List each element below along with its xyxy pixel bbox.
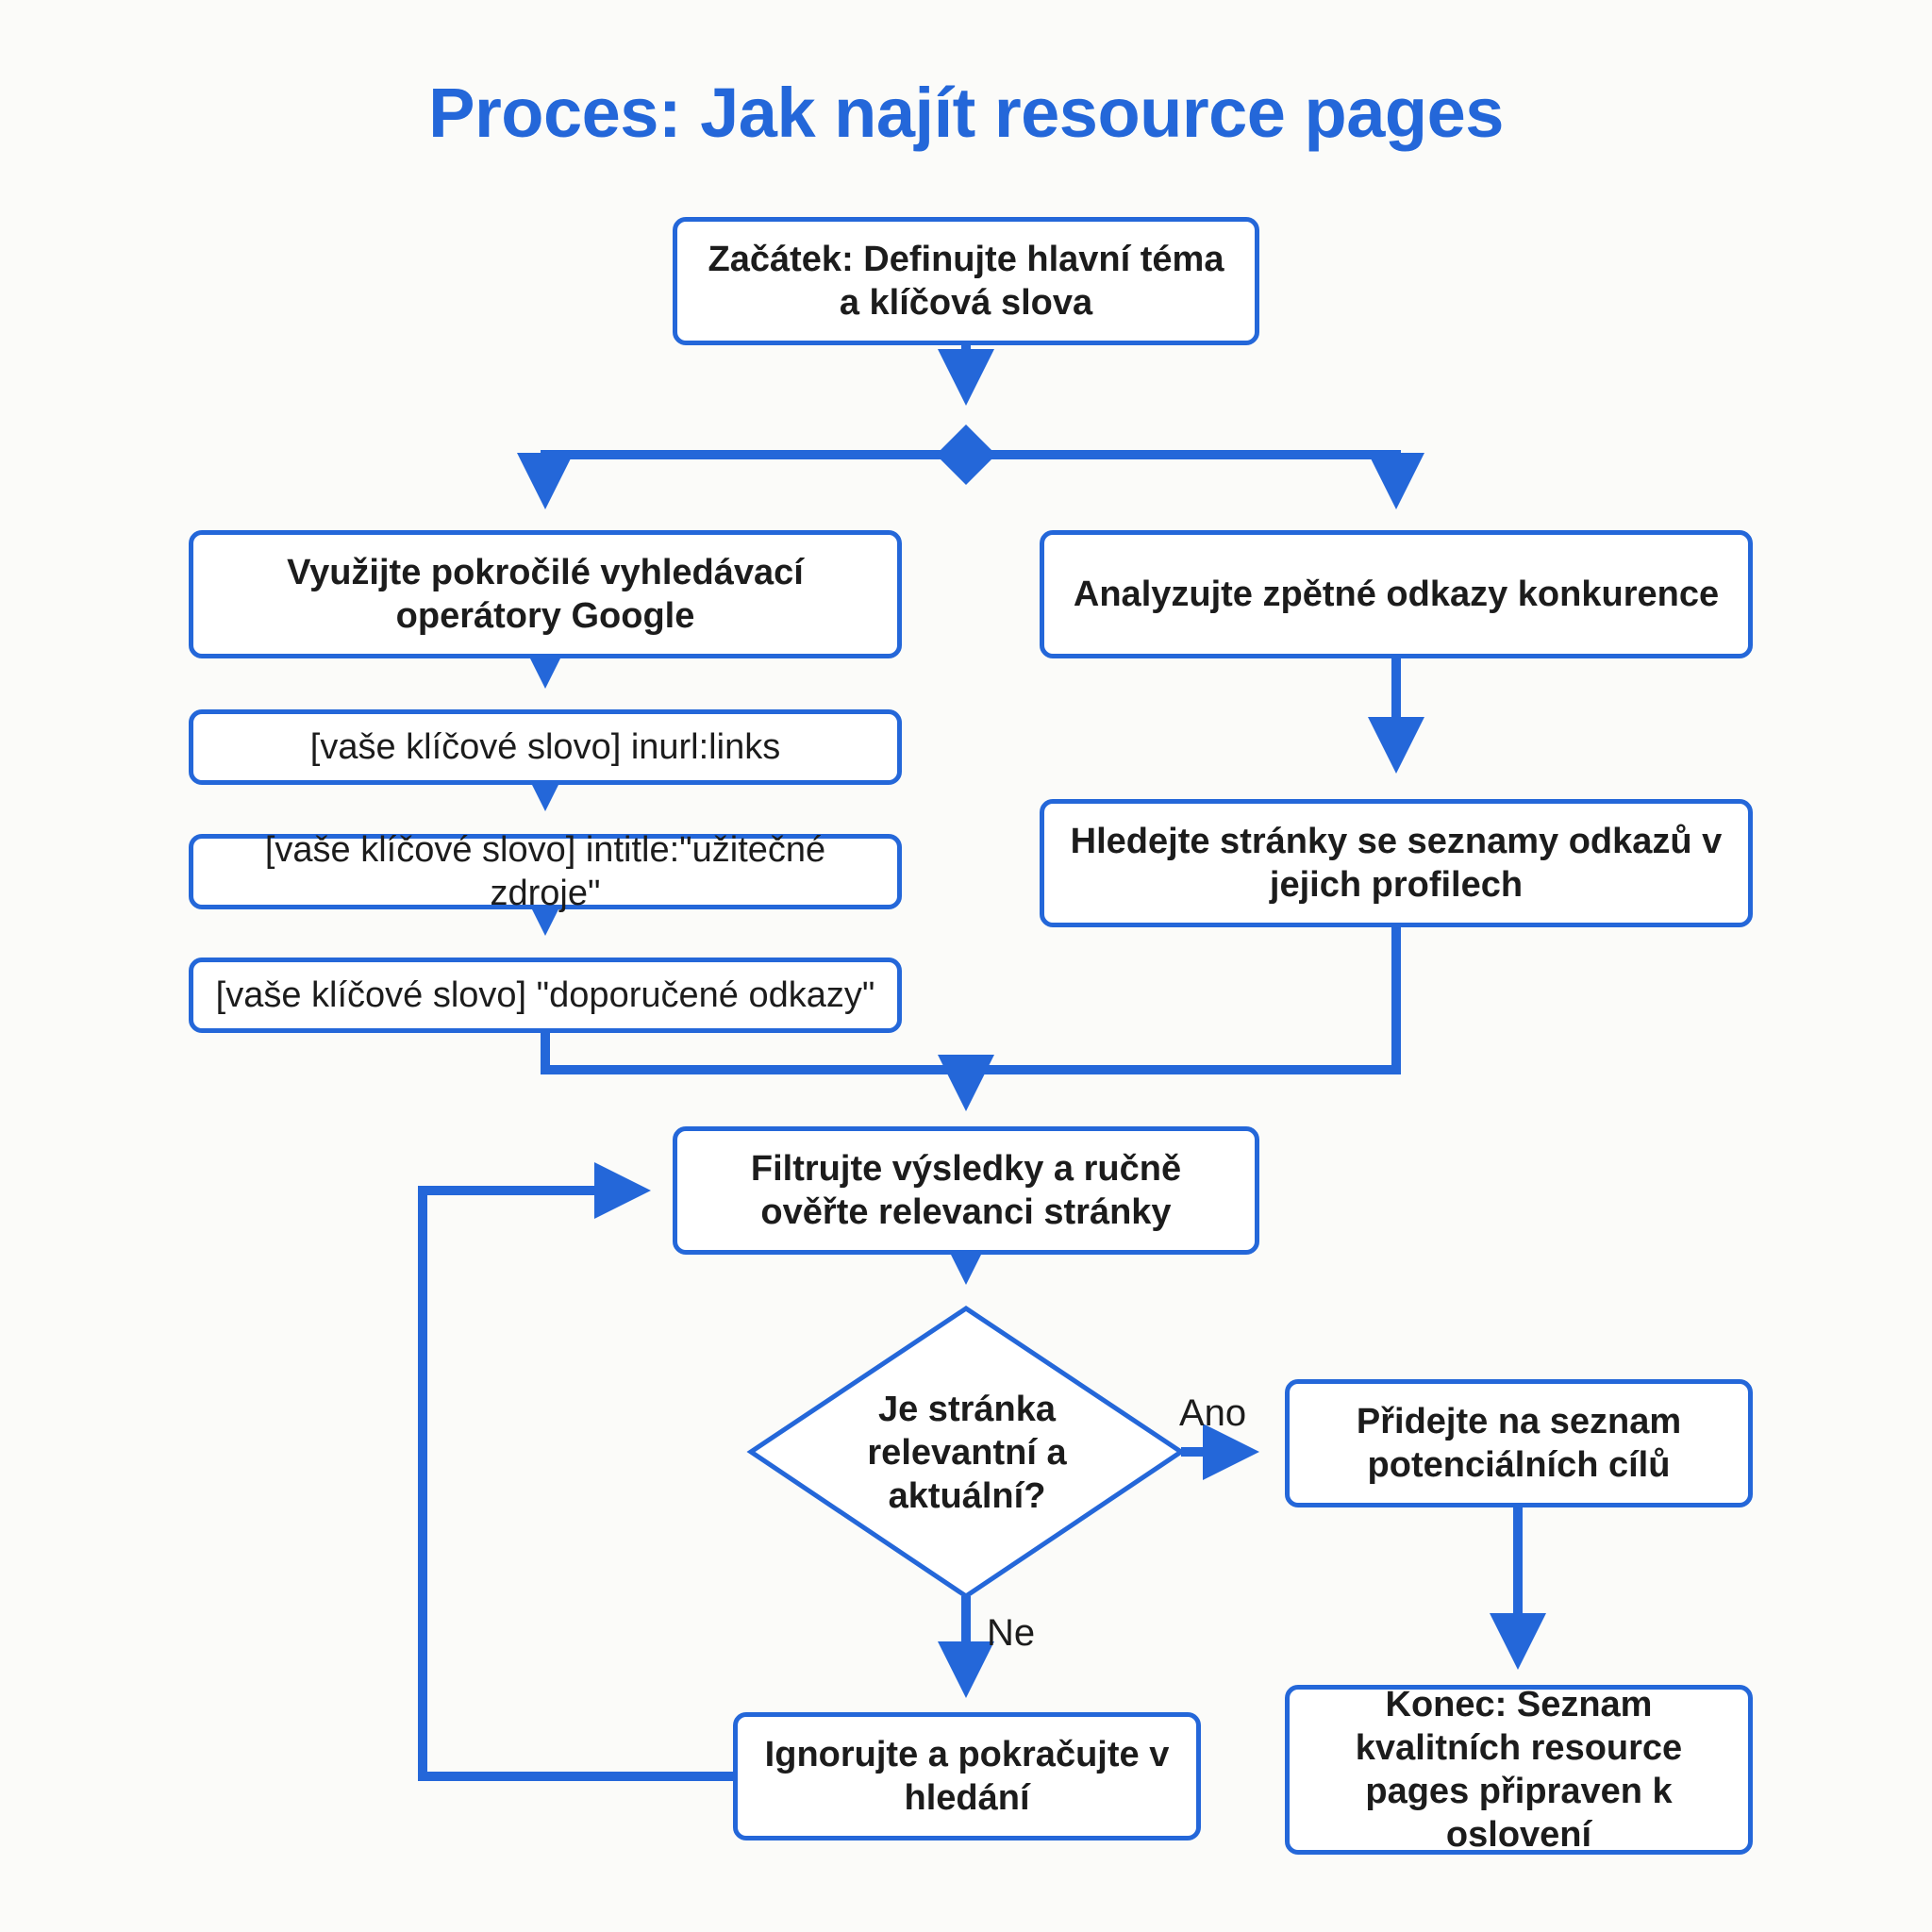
operators-node-label: Využijte pokročilé vyhledávací operátory… (287, 553, 804, 636)
profiles-node-label: Hledejte stránky se seznamy odkazů v jej… (1070, 822, 1723, 905)
ignore-node-label: Ignorujte a pokračujte v hledání (764, 1735, 1170, 1818)
decision-node-label: Je stránka relevantní a aktuální? (867, 1390, 1067, 1516)
page-title: Proces: Jak najít resource pages (428, 74, 1504, 152)
filter-node-label: Filtrujte výsledky a ručně ověřte releva… (750, 1149, 1182, 1232)
connector-ignore-loop (418, 1162, 733, 1781)
query-phrase-node: [vaše klíčové slovo] "doporučené odkazy" (189, 958, 902, 1033)
start-node: Začátek: Definujte hlavní téma a klíčová… (673, 217, 1259, 345)
query-intitle-label: [vaše klíčové slovo] intitle:"užitečné z… (264, 830, 826, 913)
split-diamond-node (936, 425, 996, 485)
operators-node: Využijte pokročilé vyhledávací operátory… (189, 530, 902, 658)
decision-diamond-shape (746, 1305, 1186, 1600)
end-node-label: Konec: Seznam kvalitních resource pages … (1355, 1685, 1683, 1855)
backlinks-node: Analyzujte zpětné odkazy konkurence (1040, 530, 1753, 658)
backlinks-node-label: Analyzujte zpětné odkazy konkurence (1073, 575, 1720, 614)
query-phrase-label: [vaše klíčové slovo] "doporučené odkazy" (215, 975, 875, 1015)
filter-node: Filtrujte výsledky a ručně ověřte releva… (673, 1126, 1259, 1255)
yes-label: Ano (1179, 1392, 1247, 1434)
end-node: Konec: Seznam kvalitních resource pages … (1285, 1685, 1753, 1855)
connector-split-left (517, 450, 966, 509)
query-inurl-label: [vaše klíčové slovo] inurl:links (309, 727, 781, 767)
ignore-node: Ignorujte a pokračujte v hledání (733, 1712, 1201, 1840)
add-target-label: Přidejte na seznam potenciálních cílů (1356, 1402, 1682, 1485)
add-target-node: Přidejte na seznam potenciálních cílů (1285, 1379, 1753, 1507)
profiles-node: Hledejte stránky se seznamy odkazů v jej… (1040, 799, 1753, 927)
start-node-label: Začátek: Definujte hlavní téma a klíčová… (708, 240, 1224, 323)
connector-split-right (966, 450, 1424, 509)
no-label: Ne (987, 1612, 1036, 1654)
decision-node: Je stránka relevantní a aktuální? (792, 1377, 1141, 1528)
query-inurl-node: [vaše klíčové slovo] inurl:links (189, 709, 902, 785)
query-intitle-node: [vaše klíčové slovo] intitle:"užitečné z… (189, 830, 902, 913)
